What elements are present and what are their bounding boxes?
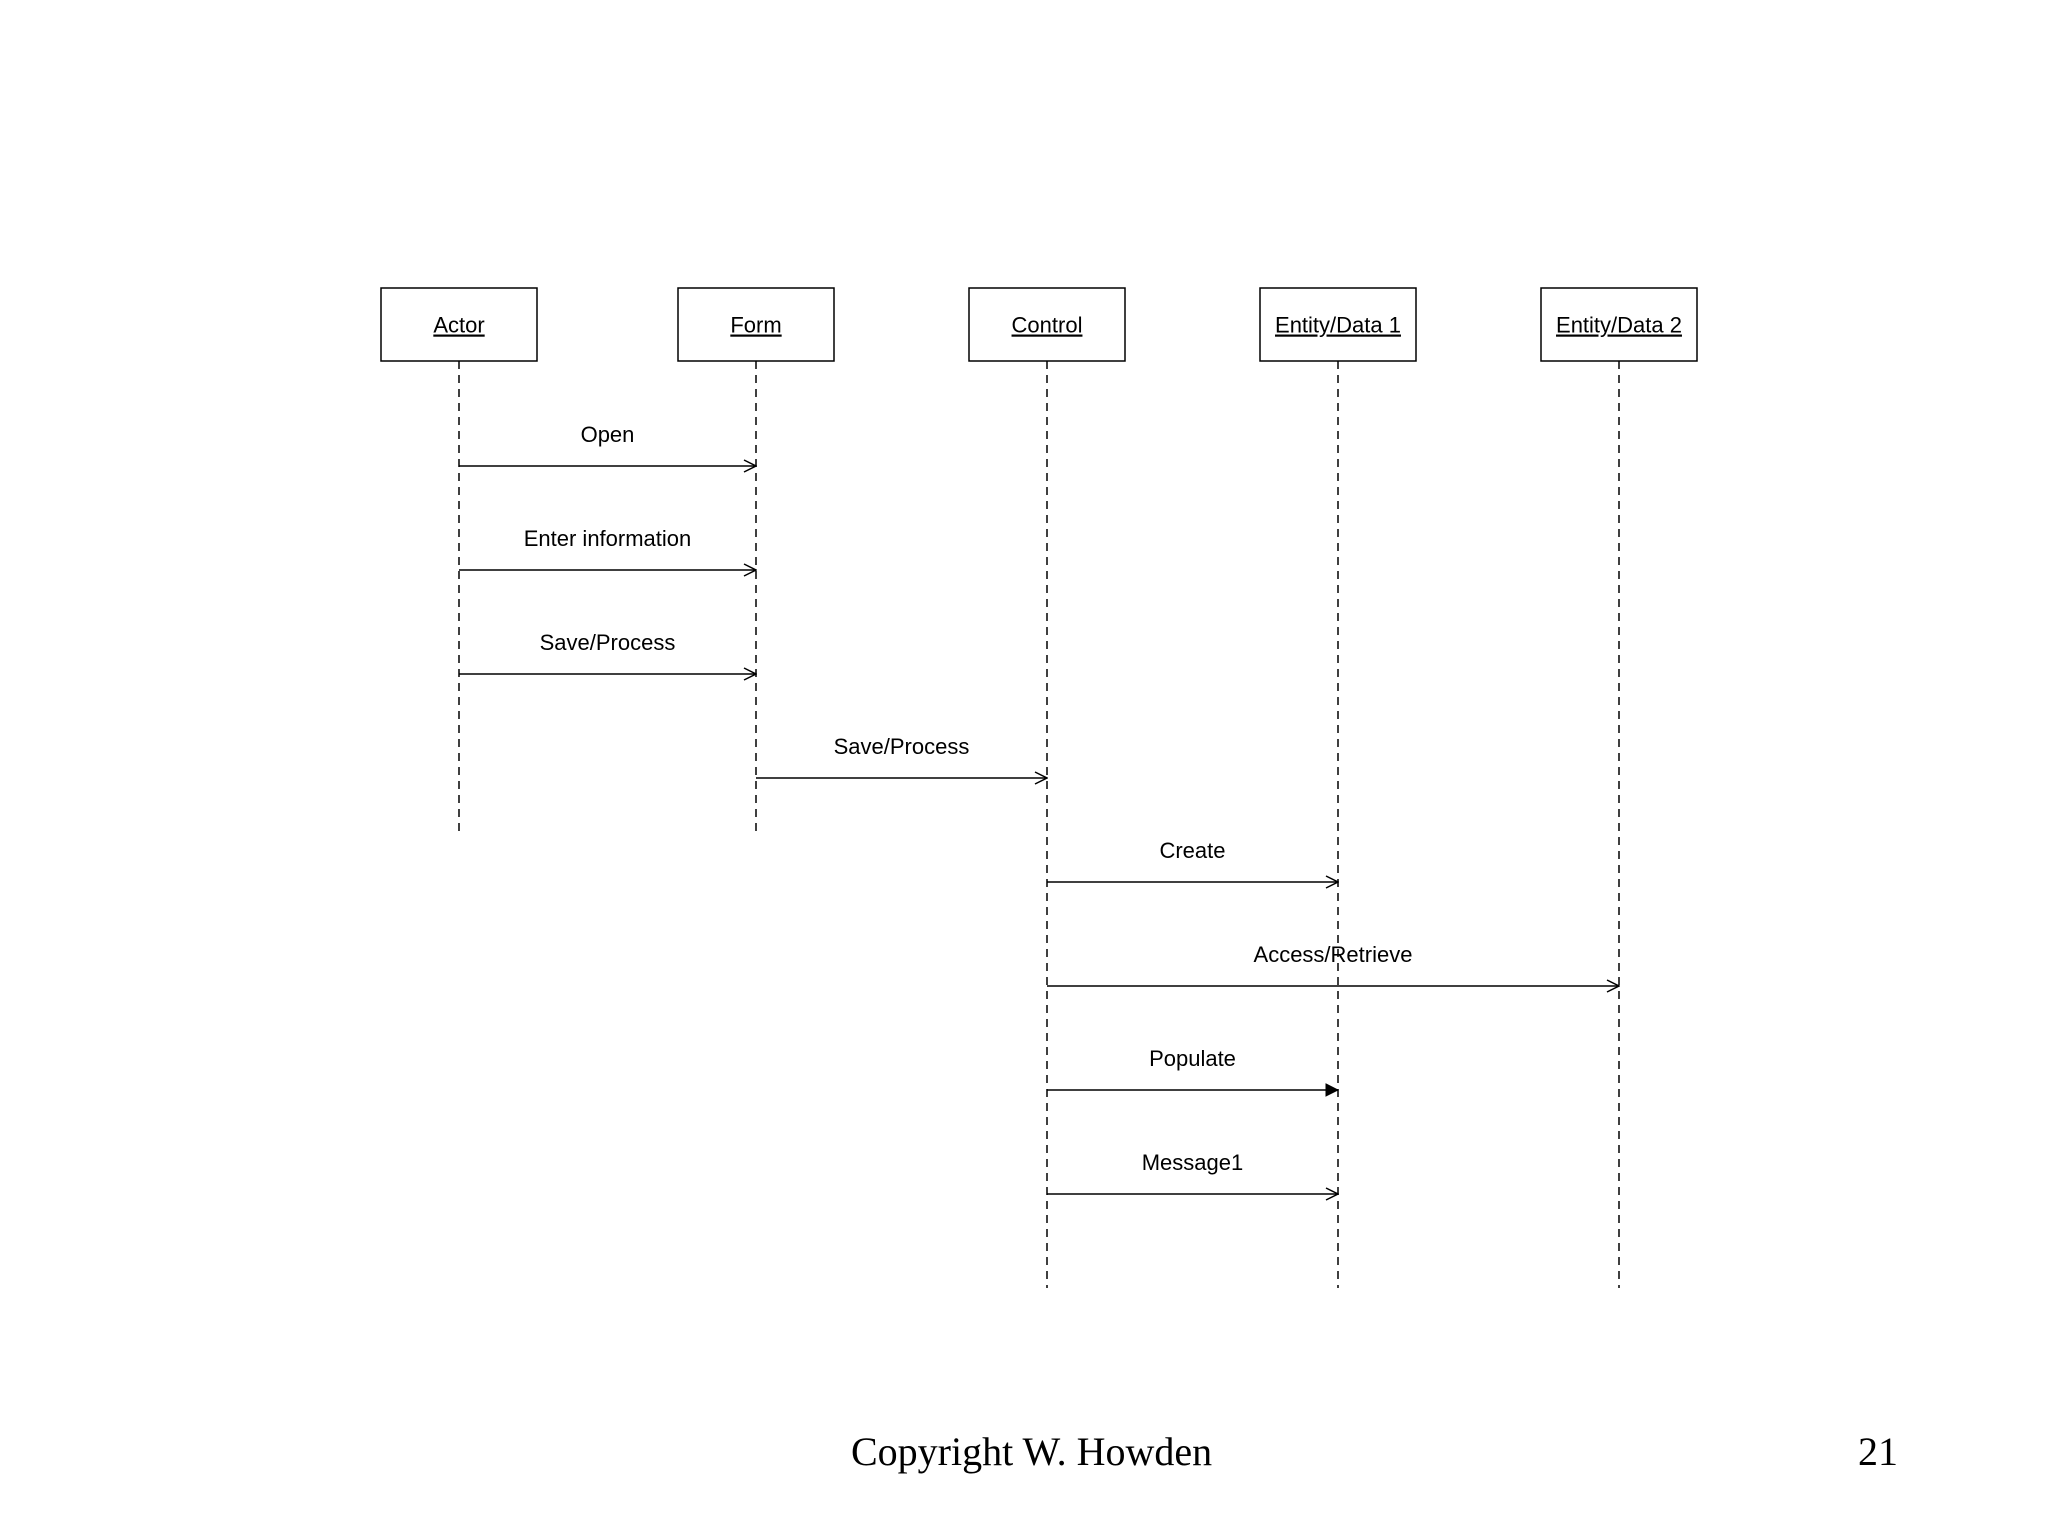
message-label: Enter information	[524, 526, 692, 551]
participant-form: Form	[677, 287, 835, 832]
participant-control: Control	[968, 287, 1126, 1288]
participant-label: Actor	[433, 313, 484, 338]
message-3: Save/Process	[459, 630, 756, 674]
participant-entity2: Entity/Data 2	[1540, 287, 1698, 1288]
message-label: Message1	[1142, 1150, 1244, 1175]
message-8: Message1	[1047, 1150, 1338, 1194]
message-5: Create	[1047, 838, 1338, 882]
participant-label: Entity/Data 1	[1275, 313, 1401, 338]
message-label: Save/Process	[540, 630, 676, 655]
message-6: Access/Retrieve	[1047, 942, 1619, 986]
participant-label: Control	[1012, 313, 1083, 338]
copyright-text: Copyright W. Howden	[851, 1429, 1213, 1474]
message-label: Populate	[1149, 1046, 1236, 1071]
message-2: Enter information	[459, 526, 756, 570]
message-label: Save/Process	[834, 734, 970, 759]
message-7: Populate	[1047, 1046, 1338, 1090]
participant-box	[1259, 287, 1417, 362]
page-number: 21	[1858, 1429, 1898, 1474]
message-label: Create	[1159, 838, 1225, 863]
participant-entity1: Entity/Data 1	[1259, 287, 1417, 1288]
participant-label: Form	[730, 313, 781, 338]
participant-actor: Actor	[380, 287, 538, 832]
participant-label: Entity/Data 2	[1556, 313, 1682, 338]
participant-box	[1540, 287, 1698, 362]
message-1: Open	[459, 422, 756, 466]
message-label: Access/Retrieve	[1254, 942, 1413, 967]
message-label: Open	[581, 422, 635, 447]
message-4: Save/Process	[756, 734, 1047, 778]
participant-box	[380, 287, 538, 362]
participant-box	[677, 287, 835, 362]
